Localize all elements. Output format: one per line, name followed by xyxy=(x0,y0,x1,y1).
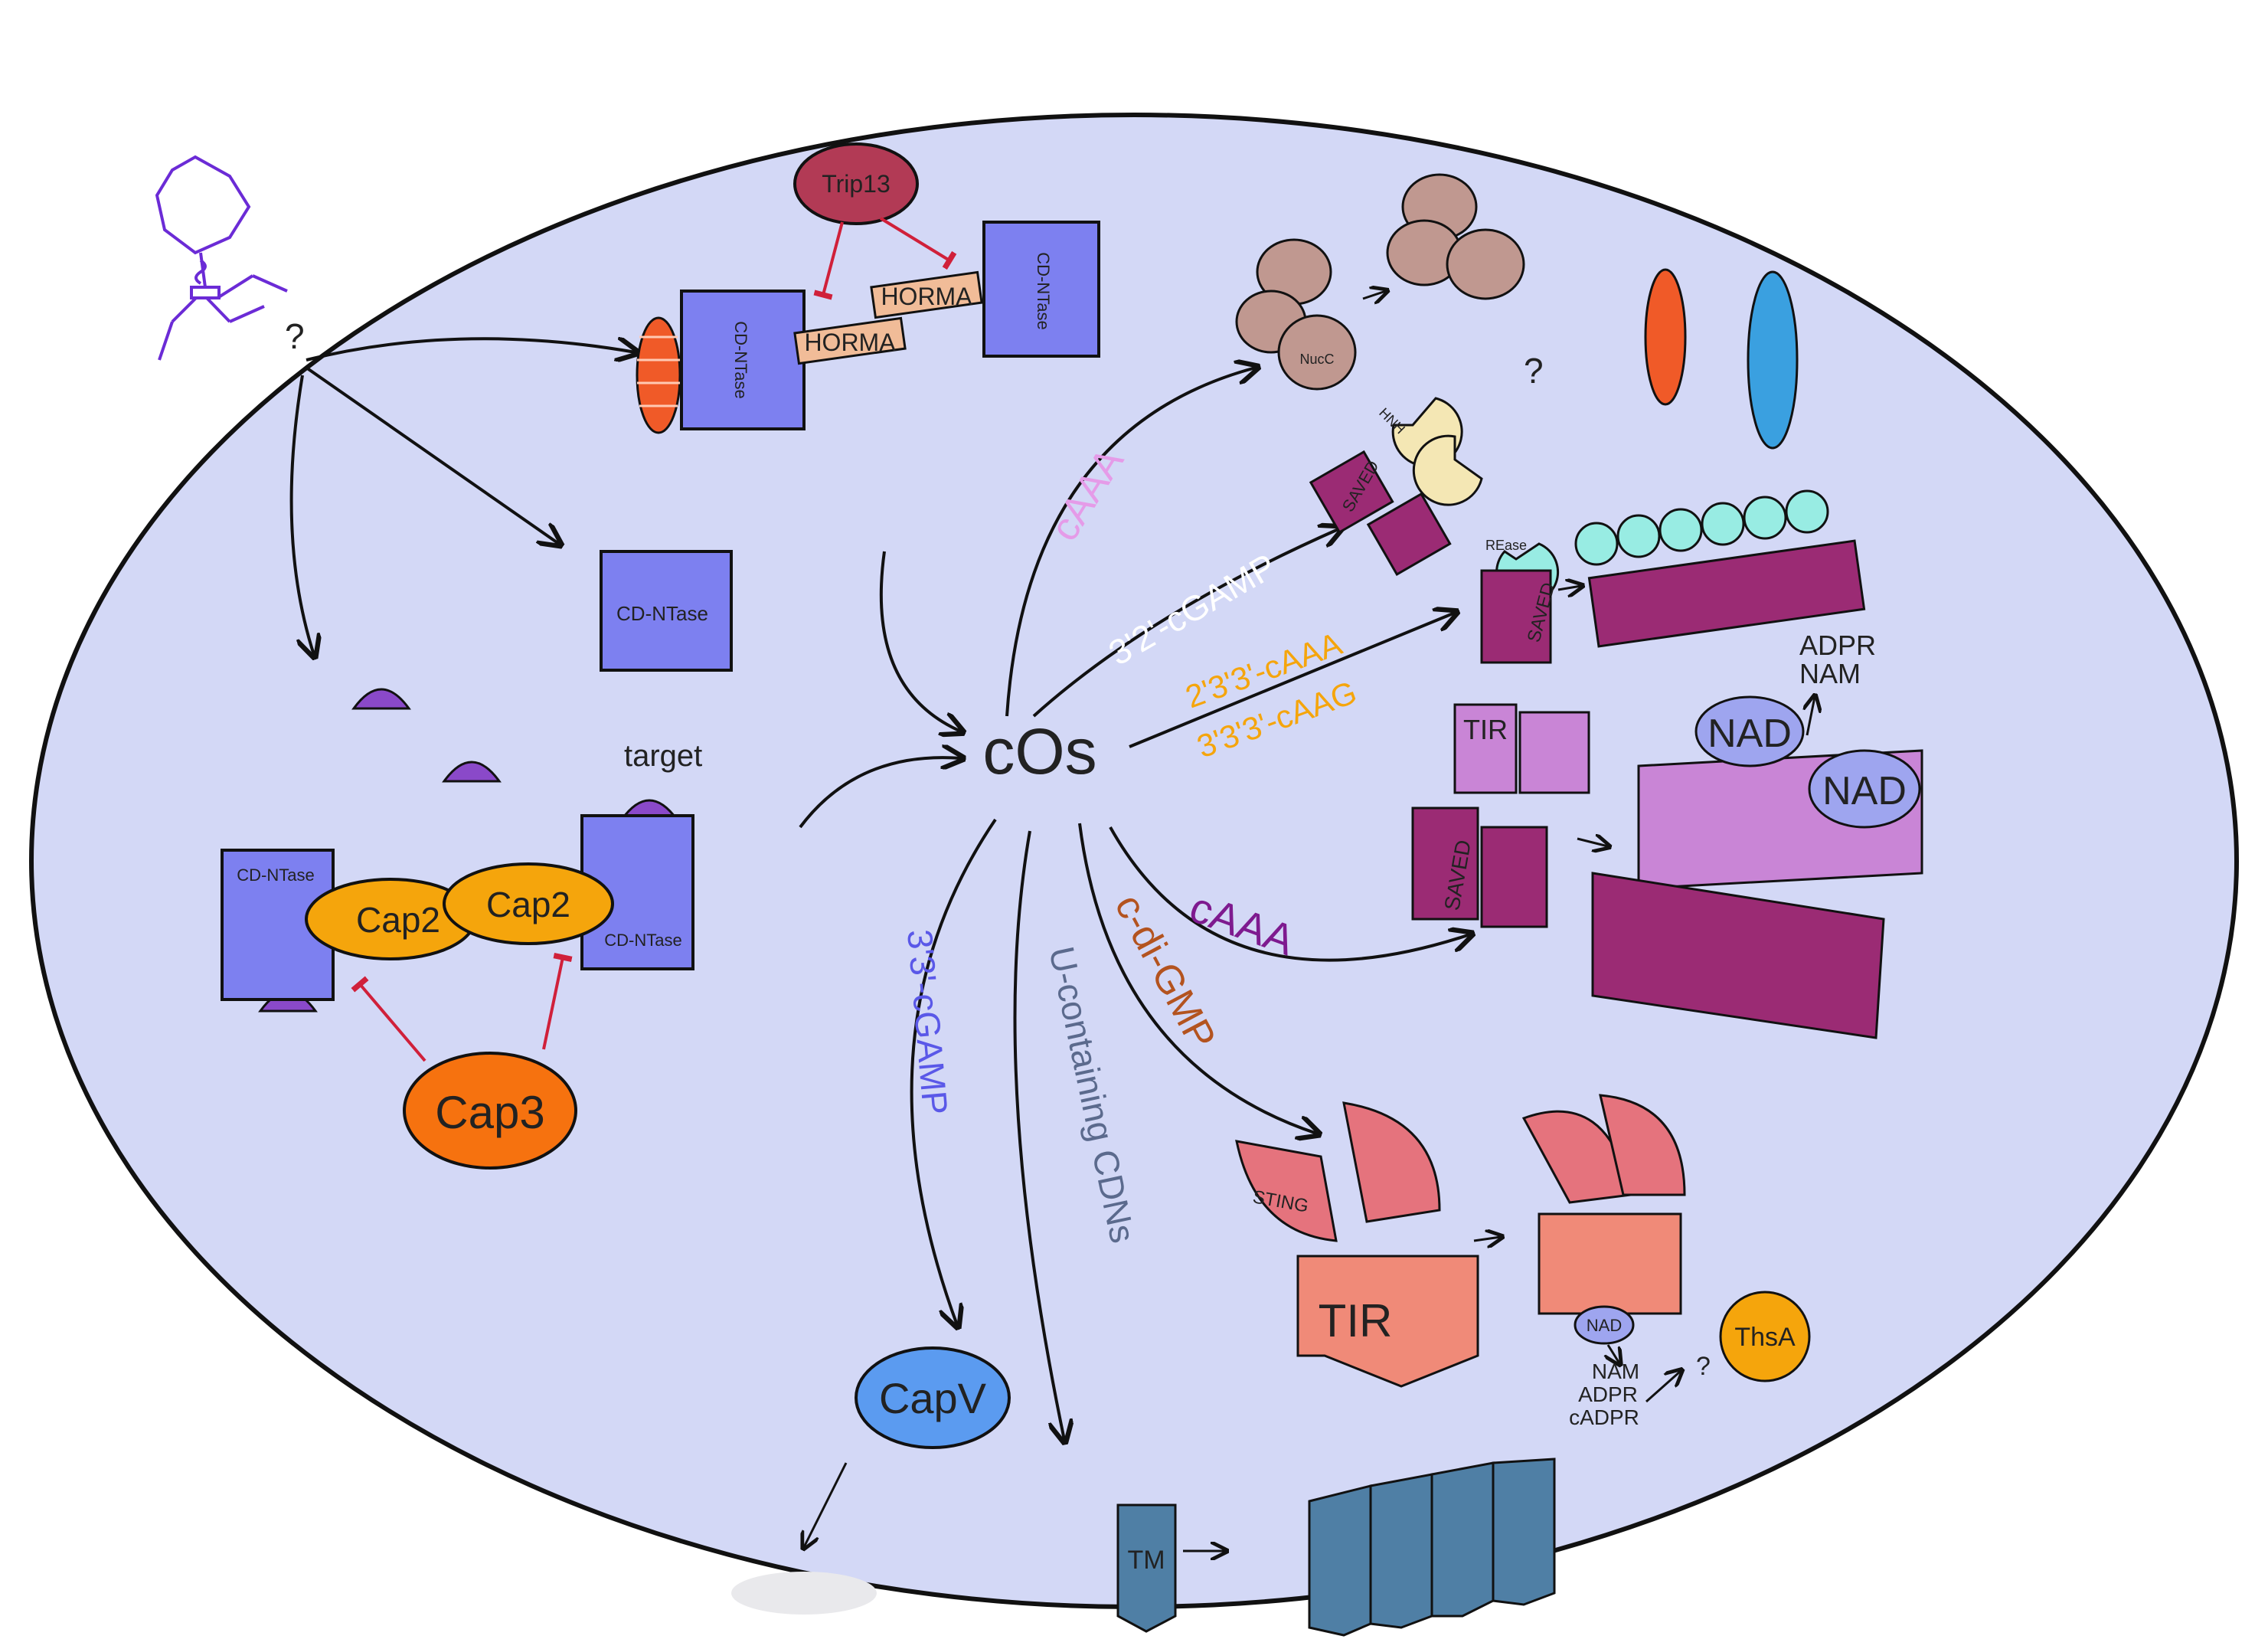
sting-arrow xyxy=(1473,1237,1501,1241)
into-cos-arrows xyxy=(799,551,961,829)
adpr-label: ADPR xyxy=(1799,630,1876,661)
membrane-damage xyxy=(731,1572,877,1615)
capv-label: CapV xyxy=(879,1374,987,1422)
cdntase-middle-label: CD-NTase xyxy=(616,602,708,625)
rease-label: REase xyxy=(1485,538,1527,553)
trip13-label: Trip13 xyxy=(822,170,891,198)
sting-tir-filament xyxy=(1521,1094,1686,1315)
thsa-label: ThsA xyxy=(1734,1323,1796,1352)
dna-helix-top xyxy=(636,316,681,434)
thsa xyxy=(1719,1291,1811,1382)
horma-2 xyxy=(870,270,983,319)
nucc-label: NucC xyxy=(1299,352,1334,367)
rease-arrow xyxy=(1557,586,1581,590)
horma-1 xyxy=(793,316,907,365)
tm-label: TM xyxy=(1127,1546,1165,1575)
cap2-right xyxy=(443,862,614,945)
trip13 xyxy=(793,142,919,225)
dna-helix-blue xyxy=(1747,270,1799,450)
phage-question: ? xyxy=(285,316,305,356)
tir-small-b xyxy=(1518,711,1590,794)
dna-helix-orange xyxy=(1644,268,1687,406)
tir-big xyxy=(1296,1255,1479,1388)
nad-small-label: NAD xyxy=(1587,1316,1622,1335)
nad-arrow xyxy=(1807,697,1815,736)
hnh-question: ? xyxy=(1524,351,1544,391)
cdntase-left-label: CD-NTase xyxy=(237,865,314,885)
phage-icon xyxy=(155,155,288,361)
nam-label: NAM xyxy=(1799,658,1861,689)
nad-1 xyxy=(1694,695,1805,767)
cdntase-left xyxy=(221,849,335,1001)
tir-saved-filament xyxy=(1591,749,1923,1039)
nad-small xyxy=(1574,1305,1635,1345)
saved-rease-filament xyxy=(1574,489,1866,648)
cdntase-middle xyxy=(600,550,733,672)
saved-1b xyxy=(1366,492,1452,576)
tm-oligomer xyxy=(1308,1458,1556,1637)
cdntase-top-right xyxy=(982,221,1100,358)
saved-3b xyxy=(1480,826,1548,928)
nucc-trimer xyxy=(1235,238,1357,391)
tir-small xyxy=(1453,703,1518,794)
saved-2 xyxy=(1480,569,1552,664)
prod-adpr-label: ADPR xyxy=(1578,1382,1638,1406)
nad-1-label: NAD xyxy=(1708,712,1792,756)
sting-2 xyxy=(1342,1101,1441,1223)
cdntase-right-label: CD-NTase xyxy=(604,931,681,950)
prod-cadpr-label: cADPR xyxy=(1569,1405,1639,1429)
cdntase-top-left-label: CD-NTase xyxy=(731,321,750,398)
pathway-arrows xyxy=(910,368,1470,1440)
cap2-right-label: Cap2 xyxy=(486,885,570,924)
cap3-inhibitions xyxy=(351,953,573,1062)
capv-arrow xyxy=(804,1462,848,1547)
nad-2 xyxy=(1808,749,1921,829)
capv xyxy=(855,1346,1011,1449)
cdntase-top-left xyxy=(680,290,806,430)
nad-small-arrow xyxy=(1608,1344,1619,1363)
tir-arrow xyxy=(1577,839,1608,846)
saved-3 xyxy=(1411,807,1479,921)
tir-big-label: TIR xyxy=(1319,1295,1393,1346)
prod-nam-label: NAM xyxy=(1592,1359,1639,1383)
saved-1 xyxy=(1309,450,1394,534)
cap3-label: Cap3 xyxy=(435,1087,544,1138)
tm-protein xyxy=(1116,1503,1177,1633)
cap2-left-label: Cap2 xyxy=(356,900,440,940)
nad-2-label: NAD xyxy=(1822,769,1907,813)
horma-1-label: HORMA xyxy=(804,329,896,356)
nucc-hexamer xyxy=(1386,173,1525,300)
tir-small-label: TIR xyxy=(1463,714,1508,745)
nucc-arrow xyxy=(1362,291,1386,299)
sting-1 xyxy=(1235,1140,1338,1242)
cos-label: cOs xyxy=(982,715,1096,787)
target-label: target xyxy=(624,739,702,773)
trip13-inhibitions xyxy=(813,217,957,300)
thsa-question: ? xyxy=(1696,1352,1711,1381)
thsa-arrow xyxy=(1645,1371,1681,1403)
cap3 xyxy=(403,1052,577,1170)
phage-arrows xyxy=(289,339,636,655)
hnh-2 xyxy=(1412,434,1483,506)
cdntase-top-right-label: CD-NTase xyxy=(1034,252,1053,329)
horma-2-label: HORMA xyxy=(881,283,972,310)
